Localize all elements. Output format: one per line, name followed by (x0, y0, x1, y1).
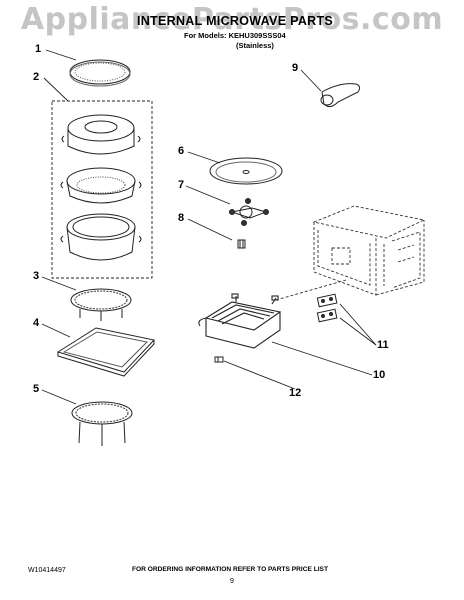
part-5-high-rack (71, 401, 133, 446)
callout-4: 4 (33, 317, 40, 329)
part-1-glass-tray (69, 59, 131, 87)
callout-9: 9 (292, 62, 299, 74)
callout-6: 6 (178, 145, 185, 157)
callout-11: 11 (377, 339, 389, 351)
watermark-text: AppliancePartsPros.com (20, 2, 444, 37)
callout-12: 12 (289, 387, 302, 399)
part-2-steamer-lid (61, 114, 141, 155)
part-6-turntable (209, 157, 283, 185)
part-12-screw (214, 356, 224, 363)
models-label: For Models: KEHU309SSS04 (184, 31, 286, 40)
finish-label: (Stainless) (236, 41, 274, 50)
part-10-grill-heater (198, 293, 282, 349)
page-number: 9 (230, 578, 234, 585)
callout-8: 8 (178, 212, 185, 224)
document-number: W10414497 (28, 567, 66, 574)
part-2-group-box (51, 100, 153, 279)
part-3-low-rack (70, 288, 132, 321)
part-8-coupler (237, 239, 246, 249)
callout-10: 10 (373, 369, 386, 381)
part-9-handle (320, 83, 361, 108)
part-2-steamer-bowl (60, 213, 142, 261)
part-4-baking-tray (56, 327, 155, 377)
callout-5: 5 (33, 383, 40, 395)
leader-lines (41, 49, 377, 405)
callout-2: 2 (33, 71, 40, 83)
callout-7: 7 (178, 179, 185, 191)
callout-3: 3 (33, 270, 40, 282)
page-title: INTERNAL MICROWAVE PARTS (136, 14, 334, 28)
microwave-cavity (312, 205, 426, 296)
ordering-note: FOR ORDERING INFORMATION REFER TO PARTS … (132, 566, 328, 573)
callout-1: 1 (35, 43, 42, 55)
part-7-roller-support (229, 198, 269, 226)
part-11-brackets (316, 293, 338, 323)
part-2-steamer-basket (60, 167, 142, 204)
heater-guide-line (275, 279, 347, 301)
